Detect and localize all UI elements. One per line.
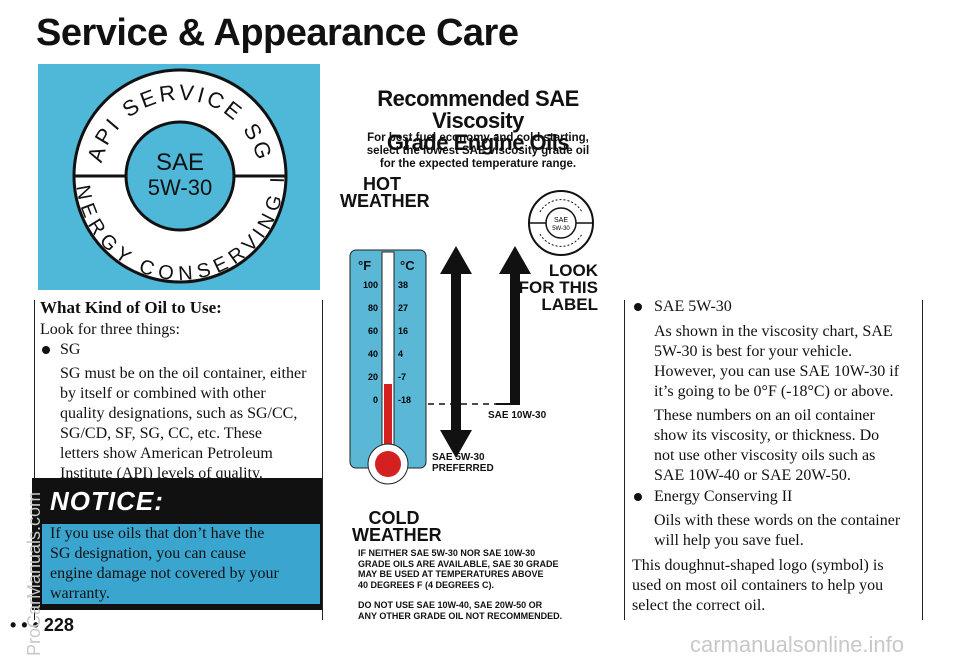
tick-label-fahrenheit: 60 bbox=[368, 326, 378, 336]
tick-label-celsius: 4 bbox=[398, 349, 403, 359]
bullet-energy-conserving: Energy Conserving II bbox=[654, 488, 793, 505]
sae-5w30-label: SAE 5W-30 PREFERRED bbox=[432, 452, 494, 474]
tick-label-celsius: -7 bbox=[398, 372, 406, 382]
bullet-dot bbox=[634, 493, 642, 501]
text-line: SG designation, you can cause bbox=[50, 545, 246, 562]
bullet-sae-5w30: SAE 5W-30 bbox=[654, 298, 732, 315]
column-divider bbox=[34, 300, 35, 620]
text-line: warranty. bbox=[50, 585, 110, 602]
chart-note-2: DO NOT USE SAE 10W-40, SAE 20W-50 OR ANY… bbox=[358, 600, 608, 621]
text-line: As shown in the viscosity chart, SAE bbox=[654, 323, 893, 340]
logo-center-grade: 5W-30 bbox=[148, 175, 212, 200]
text-line: 40 DEGREES F (4 DEGREES C). bbox=[358, 579, 495, 590]
chart-title-line: Recommended SAE Viscosity bbox=[377, 86, 579, 133]
text-line: SAE 5W-30 bbox=[432, 452, 485, 463]
tick-label-celsius: 16 bbox=[398, 326, 408, 336]
page-title: Service & Appearance Care bbox=[36, 12, 519, 54]
tick-label-fahrenheit: 0 bbox=[373, 395, 378, 405]
viscosity-chart: °F °C 100 80 60 40 20 0 38 27 16 4 -7 -18 bbox=[349, 246, 531, 485]
tick-label-celsius: 38 bbox=[398, 280, 408, 290]
column-divider bbox=[922, 300, 923, 620]
text-line: letters show American Petroleum bbox=[60, 445, 273, 462]
text-line: For best fuel economy and cold starting, bbox=[367, 132, 589, 144]
look-for-label: LOOK FOR THIS LABEL bbox=[518, 261, 598, 314]
text-line: it’s going to be 0°F (-18°C) or above. bbox=[654, 383, 894, 400]
chart-title-line: Grade Engine Oils bbox=[386, 130, 570, 155]
tick-label-fahrenheit: 100 bbox=[363, 280, 378, 290]
unit-celsius: °C bbox=[400, 258, 415, 273]
sg-paragraph: SG must be on the oil container, either … bbox=[60, 364, 306, 484]
text-line: This doughnut-shaped logo (symbol) is bbox=[632, 557, 884, 574]
text-line: select the lowest SAE viscosity grade oi… bbox=[366, 145, 590, 157]
text-line: select the correct oil. bbox=[632, 597, 766, 614]
watermark-side: ProCarManuals.com bbox=[24, 491, 44, 656]
notice-body: If you use oils that don’t have the SG d… bbox=[42, 524, 320, 604]
sae-10w30-label: SAE 10W-30 bbox=[488, 410, 547, 421]
text-line: MAY BE USED AT TEMPERATURES ABOVE bbox=[358, 569, 544, 579]
energy-paragraph: Oils with these words on the container w… bbox=[654, 511, 900, 551]
section-heading: What Kind of Oil to Use: bbox=[40, 298, 222, 317]
text-line: DO NOT USE SAE 10W-40, SAE 20W-50 OR bbox=[358, 600, 543, 610]
page-number: • • • 228 bbox=[10, 615, 74, 635]
text-line: GRADE OILS ARE AVAILABLE, SAE 30 GRADE bbox=[358, 558, 559, 569]
text-line: quality designations, such as SG/CC, bbox=[60, 405, 298, 422]
chart-subtitle: For best fuel economy and cold starting,… bbox=[338, 132, 618, 171]
text-line: by itself or combined with other bbox=[60, 385, 266, 402]
column-divider bbox=[624, 300, 625, 620]
unit-fahrenheit: °F bbox=[358, 258, 371, 273]
arrow-10w30 bbox=[496, 246, 531, 405]
bullet-sg: SG bbox=[60, 341, 81, 358]
text-line: Oils with these words on the container bbox=[654, 512, 901, 529]
text-line: not use other viscosity oils such as bbox=[654, 447, 876, 464]
text-line: SG/CD, SF, SG, CC, etc. These bbox=[60, 425, 262, 442]
bullet-dot bbox=[42, 346, 50, 354]
small-logo-grade: 5W-30 bbox=[552, 226, 570, 232]
bullet-dot bbox=[634, 303, 642, 311]
numbers-paragraph: These numbers on an oil container show i… bbox=[654, 406, 879, 486]
tick-label-fahrenheit: 40 bbox=[368, 349, 378, 359]
small-logo-sae: SAE bbox=[554, 217, 568, 224]
cold-weather-label: COLD WEATHER bbox=[352, 508, 442, 545]
tick-label-fahrenheit: 80 bbox=[368, 303, 378, 313]
text-line: for the expected temperature range. bbox=[379, 158, 577, 170]
text-line: engine damage not covered by your bbox=[50, 565, 279, 582]
text-line: show its viscosity, or thickness. Do bbox=[654, 427, 880, 444]
chart-note-1: IF NEITHER SAE 5W-30 NOR SAE 10W-30 GRAD… bbox=[358, 548, 608, 590]
tick-label-celsius: -18 bbox=[398, 395, 411, 405]
text-line: These numbers on an oil container bbox=[654, 407, 875, 424]
api-doughnut-logo: API SERVICE SG ENERGY CONSERVING II SAE … bbox=[38, 64, 320, 290]
text-line: SG must be on the oil container, either bbox=[60, 365, 307, 382]
text-line: Institute (API) levels of quality. bbox=[60, 465, 263, 482]
text-line: will help you save fuel. bbox=[654, 532, 804, 549]
text-line: used on most oil containers to help you bbox=[632, 577, 884, 594]
viscosity-paragraph: As shown in the viscosity chart, SAE 5W-… bbox=[654, 322, 899, 402]
tick-label-celsius: 27 bbox=[398, 303, 408, 313]
text-line: If you use oils that don’t have the bbox=[50, 525, 265, 542]
chart-title: Recommended SAE Viscosity Grade Engine O… bbox=[338, 88, 618, 154]
text-line: However, you can use SAE 10W-30 if bbox=[654, 363, 900, 380]
hot-weather-label: HOT WEATHER bbox=[340, 174, 430, 211]
logo-center-sae: SAE bbox=[156, 149, 204, 176]
column-divider bbox=[322, 300, 323, 620]
text-line: IF NEITHER SAE 5W-30 NOR SAE 10W-30 bbox=[358, 548, 536, 558]
text-line: ANY OTHER GRADE OIL NOT RECOMMENDED. bbox=[358, 610, 563, 621]
closing-paragraph: This doughnut-shaped logo (symbol) is us… bbox=[632, 556, 884, 616]
text-line: PREFERRED bbox=[432, 463, 494, 474]
intro-text: Look for three things: bbox=[40, 321, 180, 338]
text-line: SAE 10W-40 or SAE 20W-50. bbox=[654, 467, 851, 484]
notice-box: NOTICE: If you use oils that don’t have … bbox=[32, 478, 322, 610]
watermark-bottom: carmanualsonline.info bbox=[690, 632, 905, 657]
tick-label-fahrenheit: 20 bbox=[368, 372, 378, 382]
arrow-5w30 bbox=[440, 246, 472, 458]
small-api-logo: SAE 5W-30 bbox=[528, 190, 594, 256]
notice-title: NOTICE: bbox=[50, 486, 164, 516]
text-line: 5W-30 is best for your vehicle. bbox=[654, 343, 853, 360]
